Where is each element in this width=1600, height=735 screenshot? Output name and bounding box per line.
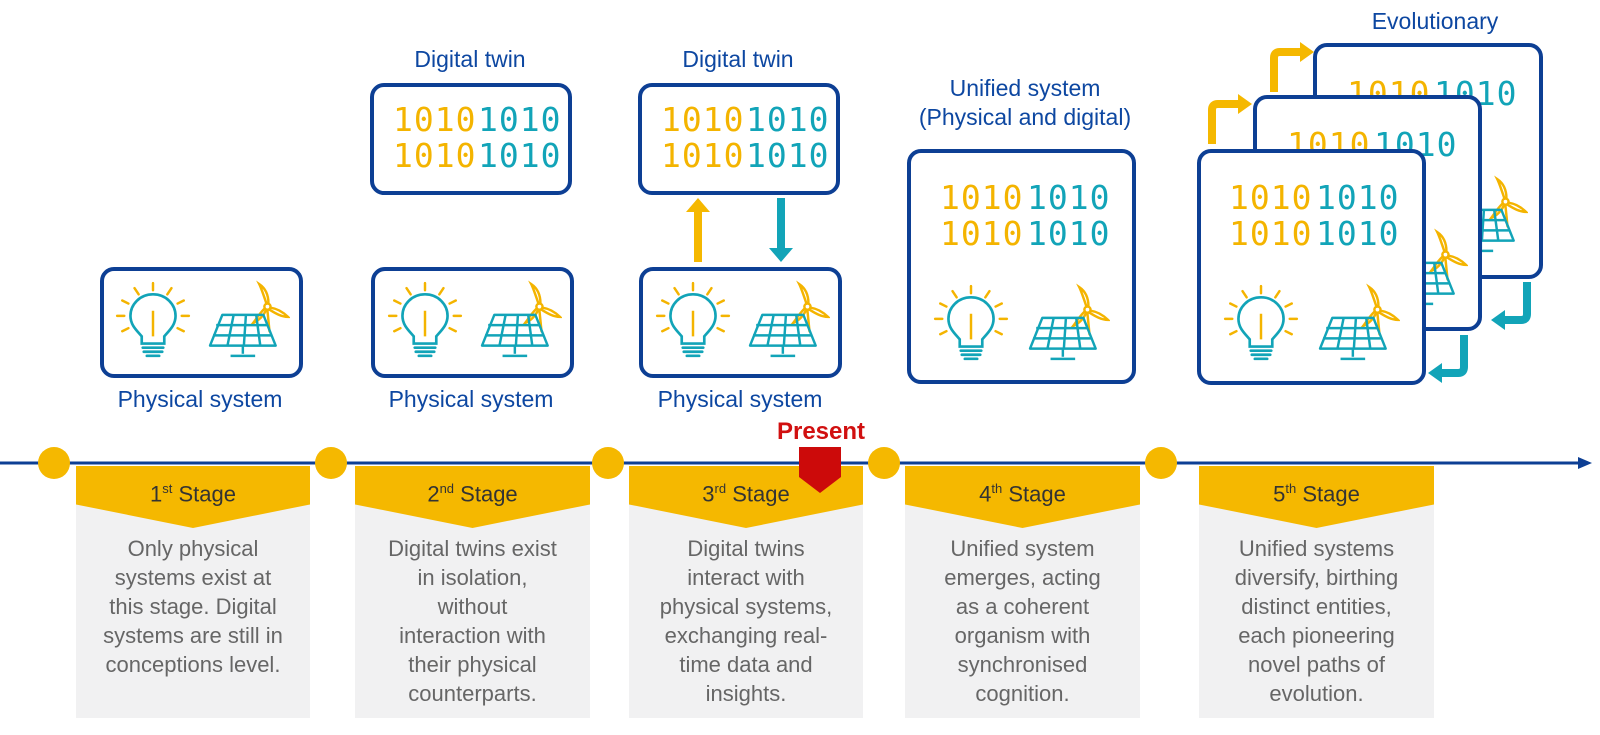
evolution-arrow-icon: [1270, 42, 1314, 92]
lightbulb-icon: [652, 277, 734, 365]
binary-digits: 1010: [1229, 214, 1313, 253]
lightbulb-icon: [1220, 280, 1302, 368]
physical-system-label: Physical system: [388, 386, 554, 412]
physical-system-label: Physical system: [117, 386, 283, 412]
solar-panel-wind-turbine-icon: [480, 277, 562, 365]
timeline-dot: [592, 447, 624, 479]
present-marker-icon: [799, 447, 841, 493]
solar-panel-wind-turbine-icon: [748, 277, 830, 365]
binary-digits: 1010: [1229, 178, 1313, 217]
digital-twin-label: Digital twin: [414, 46, 526, 72]
binary-digits: 1010: [1316, 214, 1400, 253]
timeline-dot: [38, 447, 70, 479]
binary-digits: 1010: [940, 178, 1024, 217]
present-label: Present: [776, 418, 866, 445]
lightbulb-icon: [930, 280, 1012, 368]
return-arrow-icon: [1491, 282, 1531, 330]
download-arrow-icon: [769, 198, 793, 262]
binary-digits: 1010: [1316, 178, 1400, 217]
timeline-dot: [868, 447, 900, 479]
timeline-dot: [1145, 447, 1177, 479]
unified-system-box: [907, 149, 1136, 384]
binary-digits: 1010: [393, 100, 477, 139]
binary-digits: 1010: [478, 136, 562, 175]
solar-panel-wind-turbine-icon: [1318, 280, 1400, 368]
unified-system-label: Unified system: [949, 75, 1101, 101]
lightbulb-icon: [384, 277, 466, 365]
binary-digits: 1010: [940, 214, 1024, 253]
upload-arrow-icon: [686, 198, 710, 262]
binary-digits: 1010: [661, 100, 745, 139]
binary-digits: 1010: [1027, 214, 1111, 253]
timeline-dot: [315, 447, 347, 479]
lightbulb-icon: [112, 277, 194, 365]
digital-twin-box-stage-2: [370, 83, 572, 195]
solar-panel-wind-turbine-icon: [1028, 280, 1110, 368]
evolutionary-card-front: [1197, 149, 1426, 385]
binary-digits: 1010: [661, 136, 745, 175]
physical-system-label: Physical system: [657, 386, 823, 412]
binary-digits: 1010: [746, 136, 830, 175]
return-arrow-icon: [1428, 335, 1468, 383]
unified-system-sublabel: (Physical and digital): [918, 104, 1132, 130]
binary-digits: 1010: [1027, 178, 1111, 217]
evolution-arrow-icon: [1208, 94, 1252, 144]
evolutionary-label: Evolutionary: [1371, 8, 1499, 34]
timeline-axis: [0, 457, 1592, 469]
digital-twin-label: Digital twin: [682, 46, 794, 72]
solar-panel-wind-turbine-icon: [208, 277, 290, 365]
digital-twin-box-stage-3: [638, 83, 840, 195]
binary-digits: 1010: [393, 136, 477, 175]
binary-digits: 1010: [746, 100, 830, 139]
binary-digits: 1010: [478, 100, 562, 139]
